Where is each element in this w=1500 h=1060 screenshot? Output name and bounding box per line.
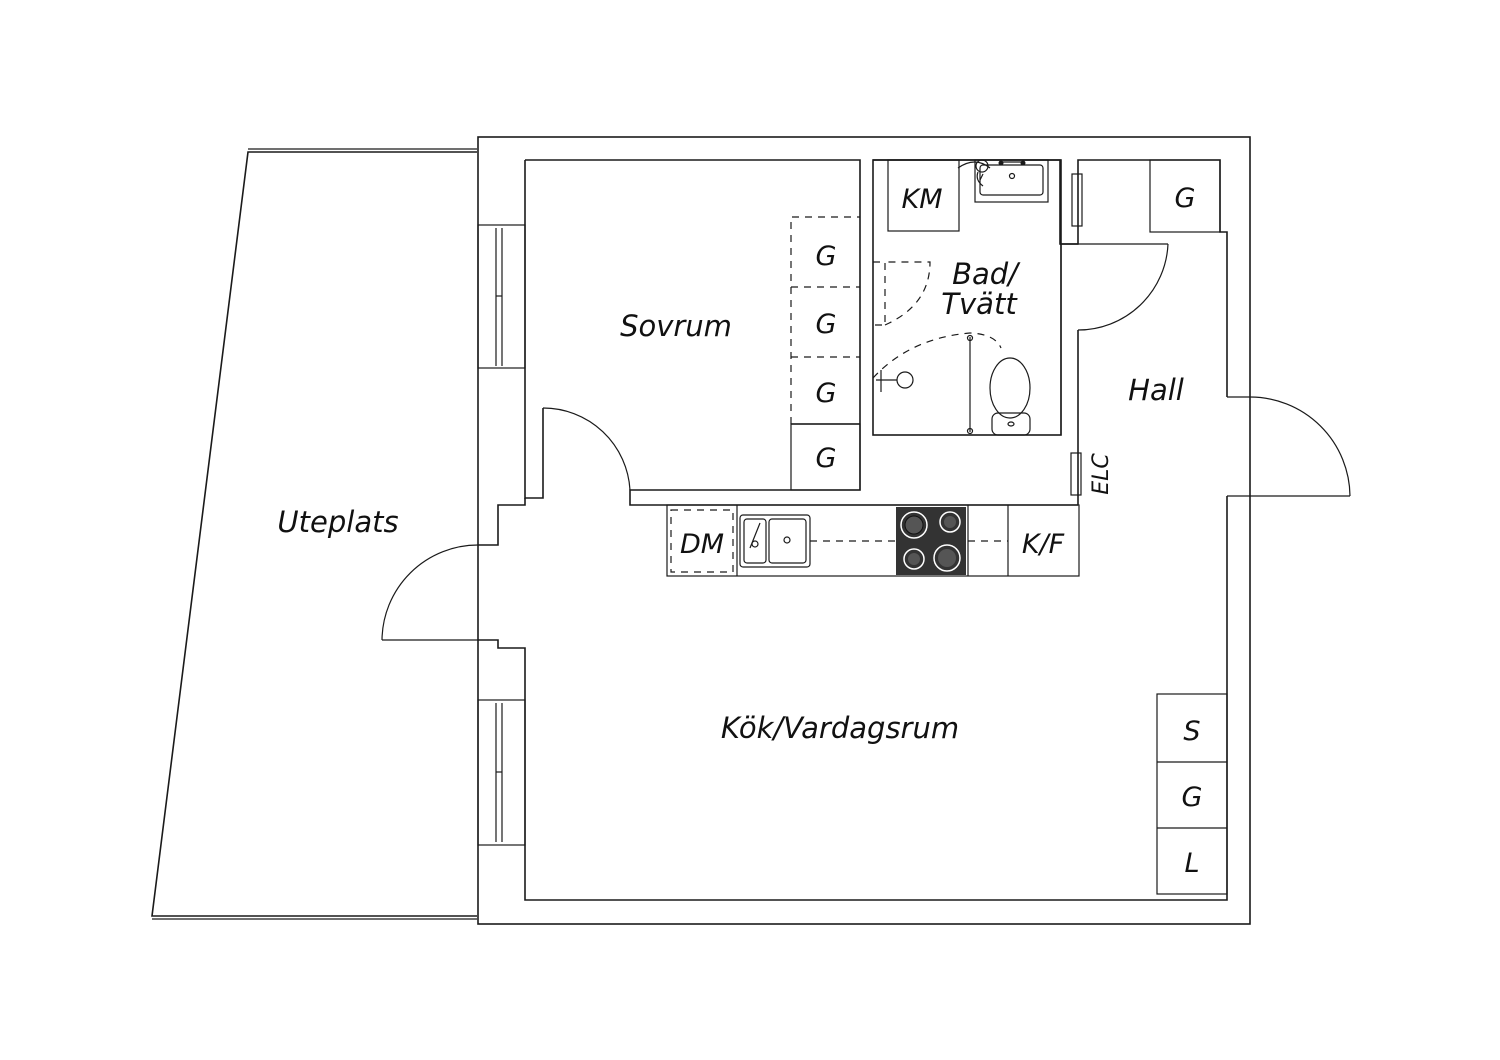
kitchen-sink bbox=[739, 514, 811, 568]
living-storage bbox=[1156, 693, 1228, 895]
hall-inner-door bbox=[1071, 173, 1169, 331]
bathroom-door bbox=[873, 261, 931, 326]
room-label-tvatt: Tvätt bbox=[941, 287, 1018, 321]
label-wardrobe-hall: G bbox=[1175, 183, 1196, 214]
hall-wardrobe bbox=[1149, 159, 1221, 233]
label-wardrobe-3: G bbox=[816, 378, 837, 409]
patio bbox=[151, 148, 477, 920]
bedroom-wardrobes bbox=[790, 216, 860, 424]
bedroom-door bbox=[542, 407, 631, 491]
label-wardrobe-4: G bbox=[816, 443, 837, 474]
label-wardrobe-2: G bbox=[816, 309, 837, 340]
label-linne: L bbox=[1184, 848, 1199, 879]
label-wardrobe-1: G bbox=[816, 241, 837, 272]
exterior-walls bbox=[477, 136, 1251, 925]
entrance-door bbox=[1227, 396, 1351, 497]
shower bbox=[872, 332, 1002, 435]
bathroom-walls bbox=[872, 159, 1079, 505]
label-dishwasher: DM bbox=[680, 529, 724, 560]
label-washing-machine: KM bbox=[901, 184, 942, 215]
room-label-uteplats: Uteplats bbox=[277, 505, 398, 539]
label-stad: S bbox=[1183, 716, 1200, 747]
washbasin bbox=[957, 159, 1049, 203]
bedroom-walls bbox=[525, 159, 1078, 506]
room-label-kok: Kök/Vardagsrum bbox=[721, 711, 959, 745]
toilet bbox=[989, 357, 1031, 436]
patio-door bbox=[381, 544, 479, 641]
window-sovrum bbox=[477, 224, 526, 369]
label-wardrobe-living: G bbox=[1182, 782, 1203, 813]
stove bbox=[896, 507, 966, 575]
window-vardagsrum bbox=[477, 699, 526, 846]
kitchen-counter bbox=[666, 504, 1080, 577]
label-elc: ELC bbox=[1089, 453, 1114, 495]
electrical-panel bbox=[1070, 452, 1082, 496]
room-label-sovrum: Sovrum bbox=[620, 309, 732, 343]
room-label-bad: Bad/ bbox=[952, 257, 1021, 291]
label-fridge-freezer: K/F bbox=[1022, 529, 1065, 560]
room-label-hall: Hall bbox=[1128, 373, 1184, 407]
washing-machine bbox=[887, 159, 960, 232]
